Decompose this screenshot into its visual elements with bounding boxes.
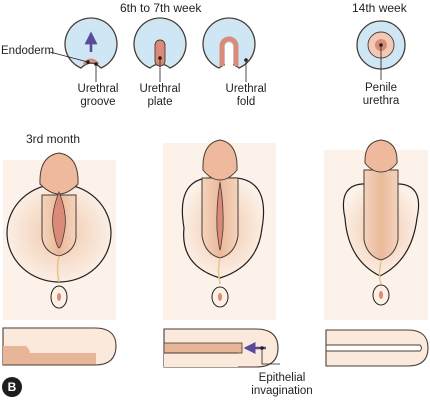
label-urethral-groove-line-2: groove bbox=[80, 96, 116, 108]
top-leader-lines bbox=[49, 45, 382, 82]
longitudinal-section-1 bbox=[2, 327, 117, 366]
header-6th-to-7th-week: 6th to 7th week bbox=[120, 1, 202, 15]
label-endoderm: Endoderm bbox=[1, 45, 55, 57]
label-urethral-fold-line-2: fold bbox=[236, 96, 256, 108]
bottom-leader-line bbox=[260, 346, 280, 365]
label-urethral-plate-line-2: plate bbox=[147, 96, 173, 108]
longitudinal-section-2 bbox=[163, 328, 279, 368]
section-urethral-plate bbox=[133, 17, 187, 69]
external-view-3rd-month bbox=[3, 152, 116, 320]
external-view-stage-3 bbox=[324, 139, 428, 320]
header-3rd-month: 3rd month bbox=[26, 132, 81, 146]
label-penile-urethra-line-2: urethra bbox=[362, 95, 400, 107]
section-urethral-fold bbox=[202, 17, 256, 69]
panel-letter-badge: B bbox=[2, 377, 22, 397]
label-urethral-fold-line-1: Urethral bbox=[225, 83, 267, 95]
longitudinal-section-3 bbox=[325, 329, 429, 367]
label-urethral-groove-line-1: Urethral bbox=[77, 83, 119, 95]
header-14th-week: 14th week bbox=[352, 1, 407, 15]
label-urethral-plate-line-1: Urethral bbox=[139, 83, 181, 95]
label-epithelial-invagination: Epithelial invagination bbox=[246, 372, 318, 398]
label-epithelial-invagination-line-1: Epithelial bbox=[258, 372, 306, 384]
section-urethral-groove bbox=[64, 17, 118, 69]
label-penile-urethra-line-1: Penile bbox=[365, 82, 397, 94]
label-epithelial-invagination-line-2: invagination bbox=[251, 385, 313, 397]
label-urethral-fold: Urethral fold bbox=[218, 83, 274, 109]
external-view-stage-2 bbox=[163, 139, 276, 320]
label-urethral-plate: Urethral plate bbox=[132, 83, 188, 109]
label-urethral-groove: Urethral groove bbox=[70, 83, 126, 109]
label-penile-urethra: Penile urethra bbox=[353, 82, 409, 108]
